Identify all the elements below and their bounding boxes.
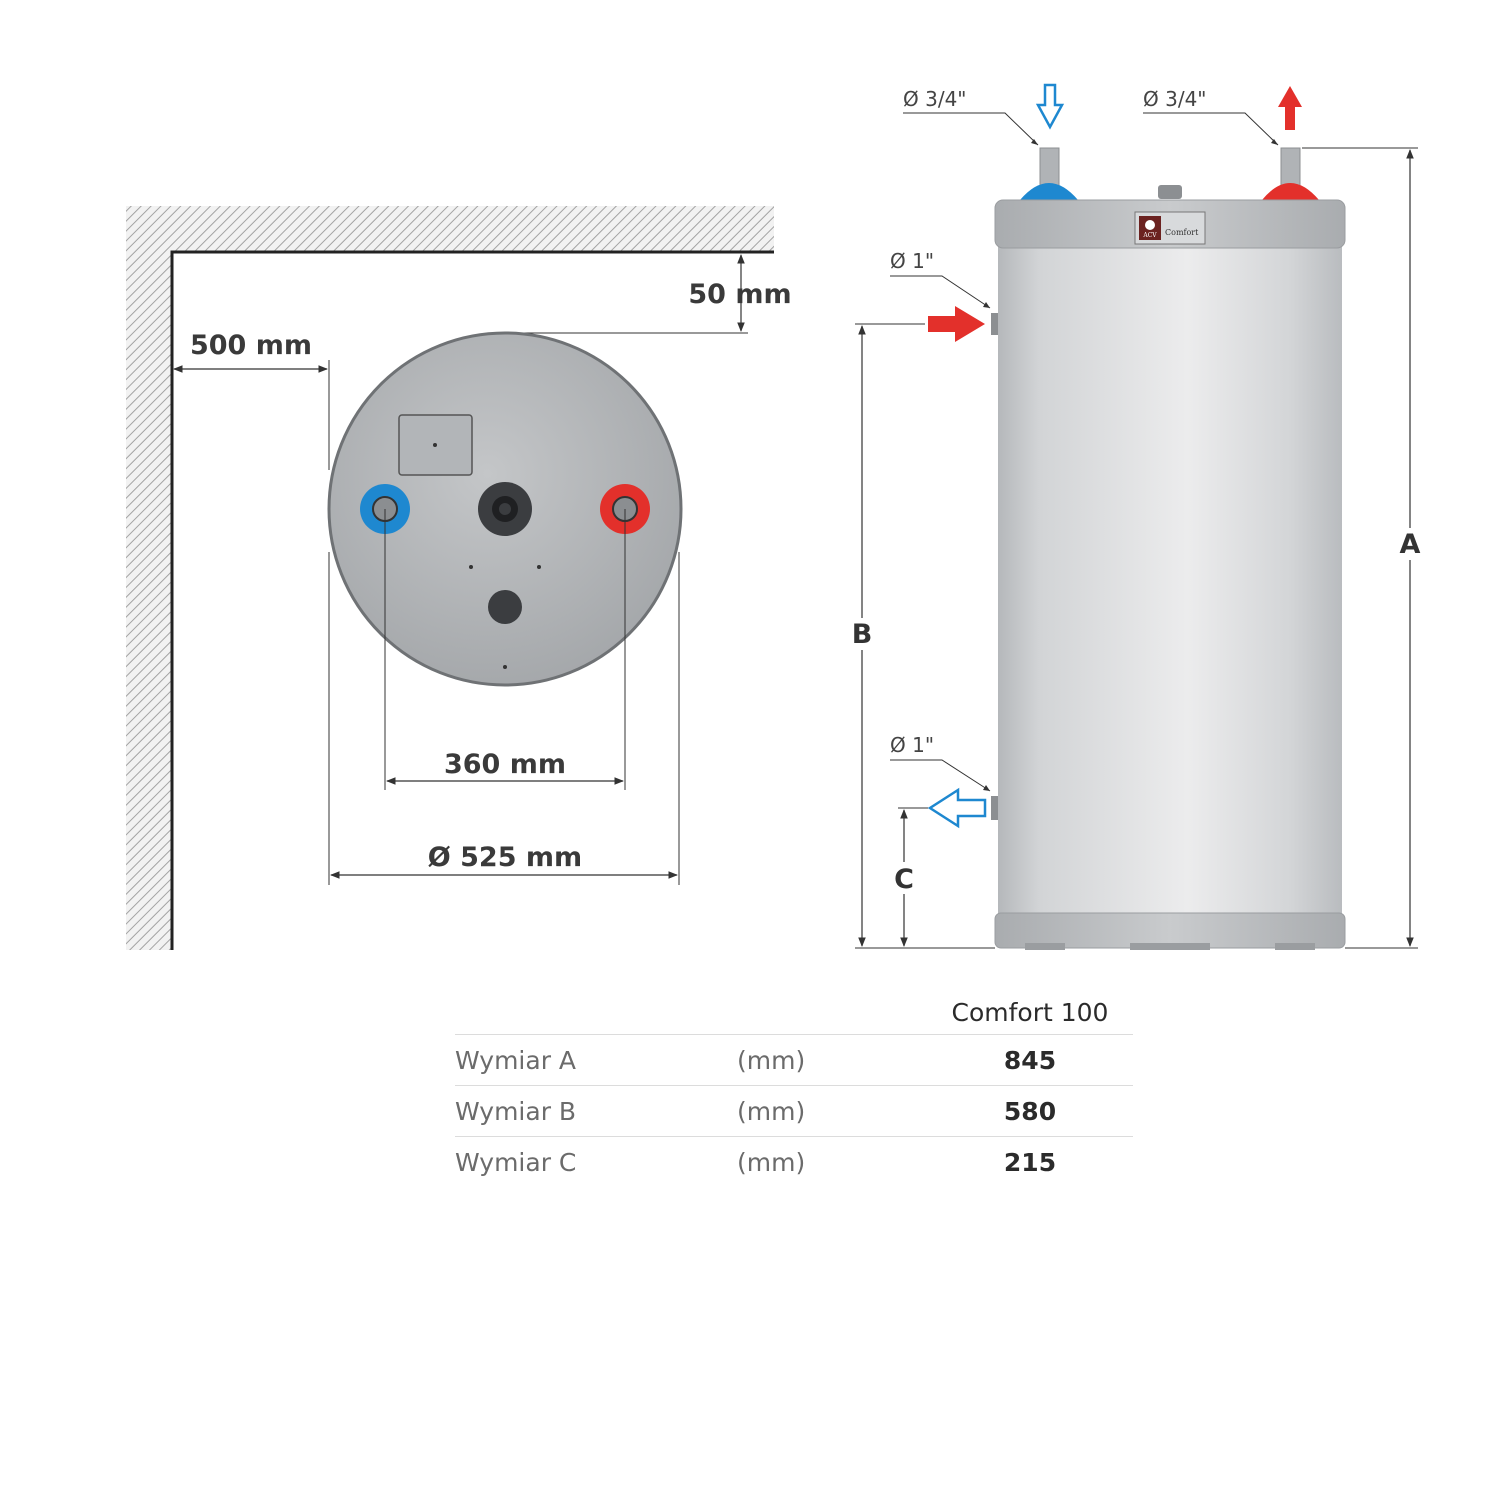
brand-plate: ACV Comfort (1134, 211, 1206, 245)
dimension-diameter: Ø 525 mm (328, 552, 680, 885)
row-unit: (mm) (737, 1147, 806, 1177)
connection-spacing-label: 360 mm (444, 749, 566, 780)
tank-body (998, 245, 1342, 917)
dimension-connection-spacing: 360 mm (384, 509, 626, 790)
table-row: Wymiar B (mm) 580 (455, 1086, 1133, 1137)
table-row: Wymiar C (mm) 215 (455, 1137, 1133, 1188)
row-value: 215 (1003, 1147, 1057, 1177)
inlet-size-label: Ø 3/4" (903, 87, 967, 111)
table-header-row: Comfort 100 (455, 990, 1133, 1035)
coil-upper-stub (991, 313, 998, 335)
coil-lower-size-label: Ø 1" (890, 733, 934, 757)
dimensions-table: Comfort 100 Wymiar A (mm) 845 Wymiar B (… (455, 990, 1133, 1187)
clearance-side-label: 500 mm (190, 330, 312, 361)
dimension-a: A (1302, 147, 1423, 949)
dimension-b: B (849, 323, 995, 949)
dim-b-label: B (852, 619, 873, 650)
diameter-label: Ø 525 mm (428, 842, 582, 873)
coil-upper-size-label: Ø 1" (890, 249, 934, 273)
coil-lower-callout: Ø 1" (890, 733, 991, 792)
drain-connection-icon (488, 590, 522, 624)
dimension-clearance-top: 50 mm (520, 254, 792, 334)
row-value: 845 (1003, 1045, 1057, 1075)
brand-name: Comfort (1165, 228, 1199, 237)
heating-flow-in-arrow-icon (928, 306, 985, 342)
dim-c-label: C (894, 864, 914, 895)
hot-water-out-arrow-icon (1278, 86, 1302, 130)
tank-bottom-band (994, 912, 1346, 949)
wall-corner (126, 206, 774, 950)
cold-inlet-collar (1020, 183, 1078, 200)
dim-a-label: A (1400, 529, 1421, 560)
outlet-size-label: Ø 3/4" (1143, 87, 1207, 111)
row-unit: (mm) (737, 1096, 806, 1126)
table-row: Wymiar A (mm) 845 (455, 1035, 1133, 1086)
coil-lower-stub (991, 796, 998, 820)
dimension-c: C (891, 807, 928, 947)
row-unit: (mm) (737, 1045, 806, 1075)
row-value: 580 (1003, 1096, 1057, 1126)
row-name: Wymiar A (455, 1045, 577, 1075)
model-header: Comfort 100 (951, 997, 1109, 1027)
row-name: Wymiar B (455, 1096, 577, 1126)
row-name: Wymiar C (455, 1147, 577, 1177)
tank-top-view (327, 331, 683, 687)
hot-outlet-collar (1262, 183, 1319, 200)
dimension-clearance-side: 500 mm (173, 330, 330, 470)
anode-connection-icon (478, 482, 532, 536)
cold-water-in-arrow-icon (1035, 83, 1065, 130)
tank-side-view: ACV Comfort (991, 147, 1346, 950)
top-cap (1158, 185, 1182, 199)
brand-logo-text: ACV (1142, 232, 1157, 239)
heating-return-out-arrow-icon (927, 787, 987, 829)
clearance-top-label: 50 mm (688, 279, 791, 310)
inlet-size-callout: Ø 3/4" (903, 87, 1039, 146)
coil-upper-callout: Ø 1" (890, 249, 991, 309)
outlet-size-callout: Ø 3/4" (1143, 87, 1279, 146)
